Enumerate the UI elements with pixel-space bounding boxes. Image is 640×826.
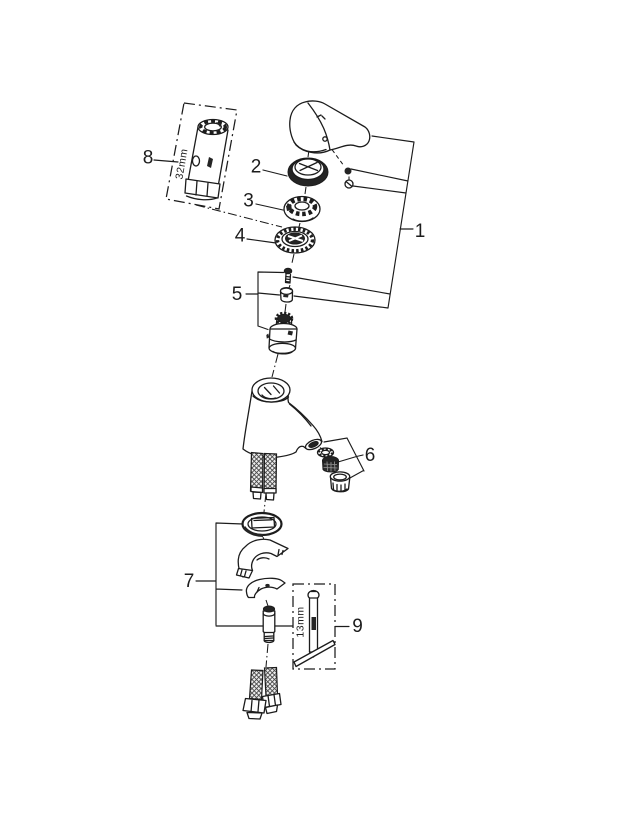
callout-1-label: 1	[415, 221, 426, 242]
tool-box-9-outline	[292, 583, 336, 670]
callout-2-label: 2	[251, 157, 262, 178]
base-gasket	[241, 511, 283, 537]
part-5-cartridge	[266, 311, 298, 355]
callout-9-label: 9	[352, 616, 363, 637]
mounting-clamp-upper	[235, 538, 289, 579]
faucet-body	[242, 377, 323, 459]
part-1-lever-handle	[289, 100, 371, 189]
aerator-insert	[321, 456, 340, 473]
callout-8-label: 8	[143, 148, 154, 169]
handle-screw	[344, 167, 352, 175]
tool-boxes	[165, 102, 336, 670]
part-9-socket-key	[293, 589, 336, 668]
mounting-clamp-lower	[245, 577, 286, 599]
part-6-aerator-set	[316, 447, 351, 493]
aerator-washer	[316, 447, 335, 458]
supply-hoses-upper	[249, 451, 278, 501]
main-axis-line	[262, 149, 310, 668]
callout-5-label: 5	[232, 284, 243, 305]
mounting-stud	[262, 605, 276, 644]
tool8-reference-line	[195, 204, 283, 228]
aerator-housing	[329, 471, 351, 493]
part-7-mounting-set	[235, 511, 289, 644]
callout-lines	[153, 135, 415, 628]
callout-line-8	[153, 159, 179, 163]
handle-plug	[344, 179, 354, 189]
hose-fitting-left	[242, 697, 267, 720]
dimension-32mm-label: 32mm	[173, 148, 190, 181]
callout-7-label: 7	[184, 571, 195, 592]
part-8-socket-tool	[184, 118, 229, 201]
part-3-retaining-ring	[283, 195, 321, 223]
callout-line-2	[262, 169, 288, 177]
callout-line-5	[245, 271, 285, 331]
supply-hoses-lower	[242, 666, 282, 720]
tommy-bar	[293, 639, 336, 668]
callout-line-1	[292, 135, 415, 309]
callout-line-7	[195, 522, 294, 627]
part-5-cartridge-set	[266, 267, 298, 355]
dimension-13mm-label: 13mm	[295, 606, 307, 637]
callout-labels: 1 2 3 4 5 6 7 8 9 32mm 13mm	[143, 148, 426, 638]
callout-3-label: 3	[243, 191, 254, 212]
part-4-ring-nut	[274, 226, 316, 254]
spout-outlet	[304, 438, 323, 451]
part-5-screw	[283, 267, 293, 284]
part-2-cap-ring	[287, 157, 329, 187]
callout-4-label: 4	[235, 226, 246, 247]
callout-line-4	[246, 238, 277, 244]
callout-6-label: 6	[365, 445, 376, 466]
tool-box-8-outline	[165, 102, 238, 210]
part-5-dome-nut	[279, 286, 294, 303]
callout-line-3	[255, 203, 284, 211]
callout-line-6	[323, 437, 365, 480]
